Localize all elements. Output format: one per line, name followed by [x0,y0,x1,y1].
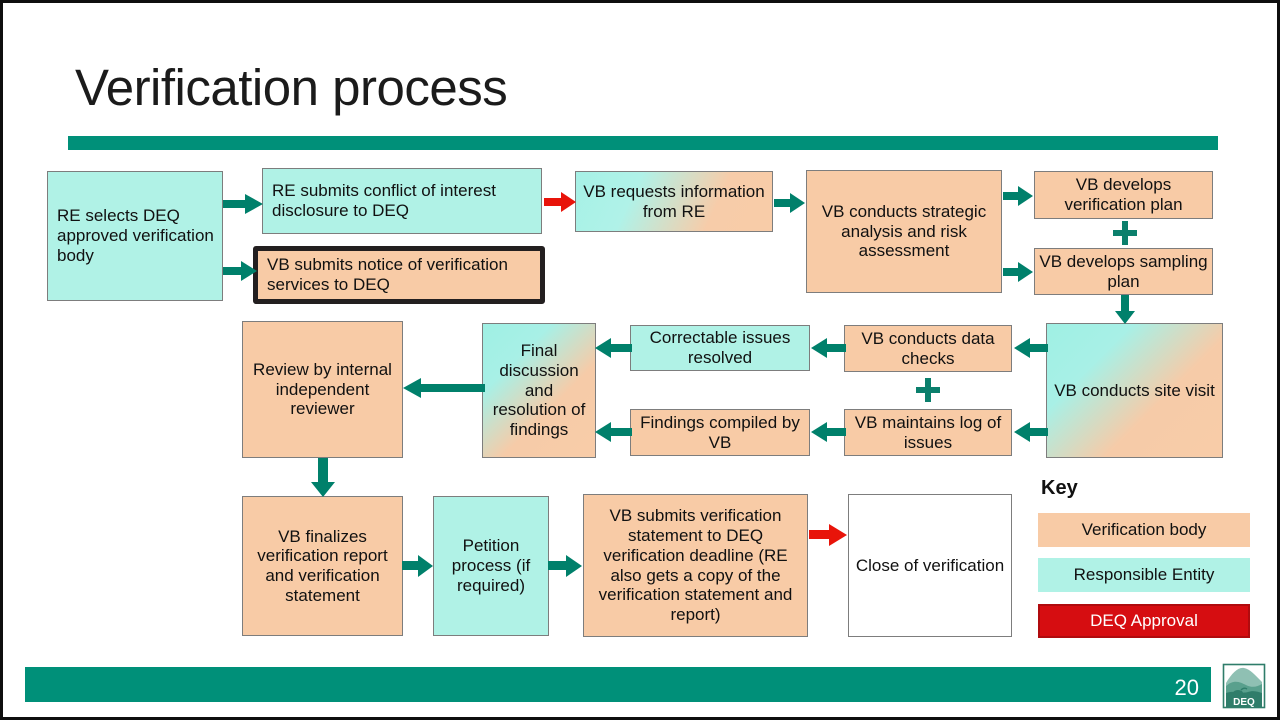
arrow-splan-to-sitevisit [1113,295,1137,325]
arrow-correctable-to-final [593,335,632,361]
node-vb-submits-notice[interactable]: VB submits notice of verification servic… [253,246,545,304]
arrow-requests-to-strategic [774,190,807,216]
node-vb-strategic-analysis[interactable]: VB conducts strategic analysis and risk … [806,170,1002,293]
footer-bar [25,667,1211,702]
node-re-submits-coi[interactable]: RE submits conflict of interest disclosu… [262,168,542,234]
arrow-final-to-review [401,375,485,401]
page-number: 20 [1174,675,1199,700]
arrow-submits-to-close [809,521,849,549]
node-vb-finalizes-report[interactable]: VB finalizes verification report and ver… [242,496,403,636]
arrow-re-selects-to-coi [223,192,265,216]
arrow-findings-to-final [593,419,632,445]
node-vb-requests-info[interactable]: VB requests information from RE [575,171,773,232]
key-heading: Key [1041,477,1078,499]
arrow-strategic-to-vplan [1003,183,1035,209]
key-item-deq-approval: DEQ Approval [1038,604,1250,638]
plus-connector-checks-icon [916,378,940,407]
arrow-review-to-finalizes [310,458,336,498]
title-accent-bar [68,136,1218,150]
node-close-of-verification[interactable]: Close of verification [848,494,1012,637]
node-petition-process[interactable]: Petition process (if required) [433,496,549,636]
key-item-verification-body: Verification body [1038,513,1250,547]
node-vb-data-checks[interactable]: VB conducts data checks [844,325,1012,372]
arrow-finalizes-to-petition [402,552,435,580]
arrow-petition-to-submits [548,552,584,580]
node-re-selects-vb[interactable]: RE selects DEQ approved verification bod… [47,171,223,301]
slide-canvas: Verification process RE selects DEQ appr… [3,3,1277,717]
arrow-sitevisit-to-datachecks [1012,335,1048,361]
node-findings-compiled[interactable]: Findings compiled by VB [630,409,810,456]
arrow-strategic-to-splan [1003,259,1035,285]
key-item-responsible-entity: Responsible Entity [1038,558,1250,592]
node-internal-review[interactable]: Review by internal independent reviewer [242,321,403,458]
arrow-re-selects-to-notice [223,259,259,283]
arrow-coi-to-vb-requests [544,189,578,215]
node-vb-submits-statement[interactable]: VB submits verification statement to DEQ… [583,494,808,637]
deq-logo: DEQ [1222,663,1266,709]
node-vb-log-of-issues[interactable]: VB maintains log of issues [844,409,1012,456]
svg-text:DEQ: DEQ [1233,697,1255,708]
node-correctable-issues[interactable]: Correctable issues resolved [630,325,810,371]
arrow-datachecks-to-correctable [809,335,846,361]
page-title: Verification process [75,59,508,116]
plus-connector-plans-icon [1113,221,1137,250]
node-final-discussion[interactable]: Final discussion and resolution of findi… [482,323,596,458]
node-vb-verification-plan[interactable]: VB develops verification plan [1034,171,1213,219]
node-vb-sampling-plan[interactable]: VB develops sampling plan [1034,248,1213,295]
arrow-sitevisit-to-log [1012,419,1048,445]
arrow-log-to-findings [809,419,846,445]
node-vb-site-visit[interactable]: VB conducts site visit [1046,323,1223,458]
